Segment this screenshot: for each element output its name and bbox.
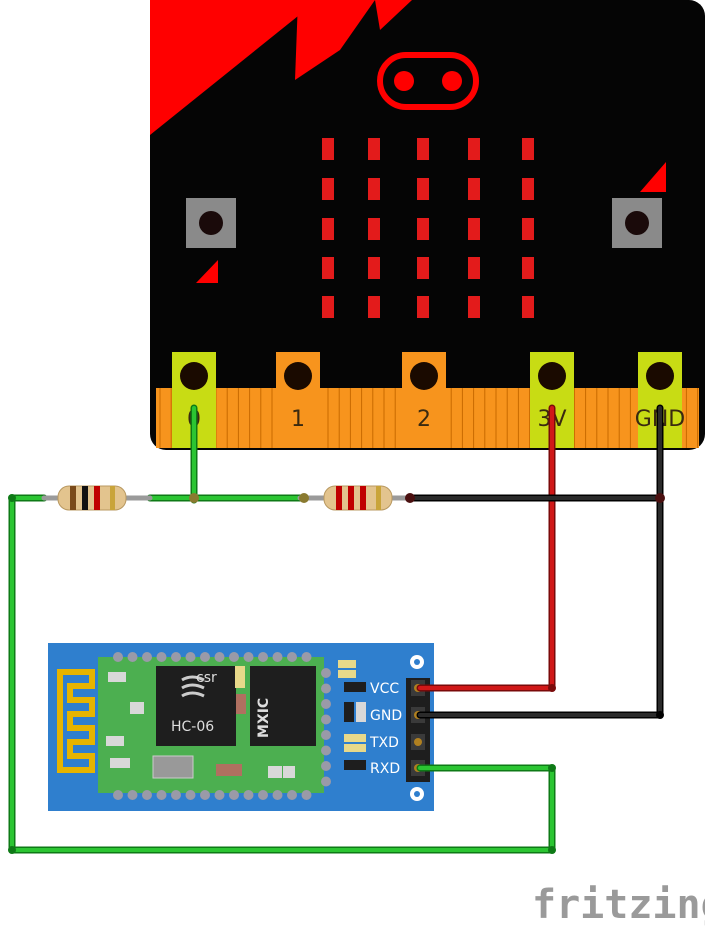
- pin-2[interactable]: 2: [402, 352, 446, 448]
- led: [368, 257, 380, 279]
- junction-dot: [655, 493, 665, 503]
- component-resistor: [216, 764, 242, 776]
- castellated-pads-top: [113, 652, 312, 662]
- logo-stripe: [375, 0, 412, 30]
- led: [322, 218, 334, 240]
- microbit-logo-icon: [377, 52, 479, 110]
- led: [468, 218, 480, 240]
- led: [522, 178, 534, 200]
- led-matrix: [322, 138, 534, 318]
- module-pin-label: VCC: [370, 681, 399, 697]
- resistor-1: [57, 485, 127, 511]
- fritzing-watermark: fritzing: [532, 882, 705, 928]
- led: [522, 296, 534, 318]
- component-cap: [110, 758, 130, 768]
- led: [417, 138, 429, 160]
- component-cap: [268, 766, 282, 778]
- pin-label: 2: [417, 407, 431, 432]
- led: [322, 296, 334, 318]
- junction-dot: [8, 494, 16, 502]
- castellated-pads-right: [321, 668, 331, 787]
- led: [468, 257, 480, 279]
- flash-logo-text: MXIC: [256, 698, 272, 738]
- led: [522, 218, 534, 240]
- resistor-2: [323, 485, 393, 511]
- component-led: [338, 660, 356, 668]
- component-resistor: [344, 734, 366, 742]
- component-crystal: [235, 666, 245, 688]
- module-pin-label: TXD: [369, 735, 399, 751]
- button-a[interactable]: [186, 198, 236, 283]
- led: [322, 178, 334, 200]
- led: [468, 178, 480, 200]
- wire-black-gnd: [416, 404, 664, 719]
- led: [368, 218, 380, 240]
- led: [417, 257, 429, 279]
- component-led: [338, 670, 356, 678]
- led: [468, 296, 480, 318]
- junction-dot: [299, 493, 309, 503]
- component-cap: [283, 766, 295, 778]
- junction-dot: [656, 711, 664, 719]
- led: [468, 138, 480, 160]
- module-pin-txd[interactable]: TXD: [369, 734, 425, 751]
- led: [522, 138, 534, 160]
- csr-logo-icon: [181, 675, 205, 698]
- logo-stripe: [295, 0, 375, 80]
- hc06-module: csr HC-06 MXIC VCC GND TXD RXD: [48, 643, 434, 811]
- led: [322, 257, 334, 279]
- csr-logo-text: csr: [196, 670, 217, 686]
- pin-label: 1: [291, 407, 305, 432]
- junction-dot: [405, 493, 415, 503]
- component-transistor: [344, 682, 366, 692]
- module-name: HC-06: [171, 719, 214, 735]
- component-regulator: [344, 760, 366, 770]
- component-resistor: [344, 744, 366, 752]
- component-oscillator: [152, 755, 194, 779]
- led: [417, 296, 429, 318]
- component-cap: [130, 702, 144, 714]
- button-b[interactable]: [612, 162, 666, 248]
- junction-dot: [8, 846, 16, 854]
- led: [368, 138, 380, 160]
- flash-chip: [250, 666, 316, 746]
- junction-dot: [548, 684, 556, 692]
- component-cap: [356, 702, 366, 722]
- junction-dot: [189, 493, 199, 503]
- csr-chip: [156, 666, 236, 746]
- pin-1[interactable]: 1: [276, 352, 320, 448]
- led: [368, 296, 380, 318]
- led: [417, 178, 429, 200]
- castellated-pads-bottom: [113, 790, 312, 800]
- component-resistor: [236, 694, 246, 714]
- component-cap: [106, 736, 124, 746]
- component-cap: [108, 672, 126, 682]
- junction-dot: [548, 846, 556, 854]
- led: [417, 218, 429, 240]
- led: [522, 257, 534, 279]
- led: [368, 178, 380, 200]
- junction-dot: [548, 764, 556, 772]
- module-pin-label: GND: [370, 708, 402, 724]
- module-pin-label: RXD: [370, 761, 400, 777]
- antenna-trace: [57, 669, 95, 773]
- pin-gnd[interactable]: GND: [635, 352, 685, 448]
- led: [322, 138, 334, 160]
- component-diode: [344, 702, 354, 722]
- logo-stripe: [150, 0, 318, 135]
